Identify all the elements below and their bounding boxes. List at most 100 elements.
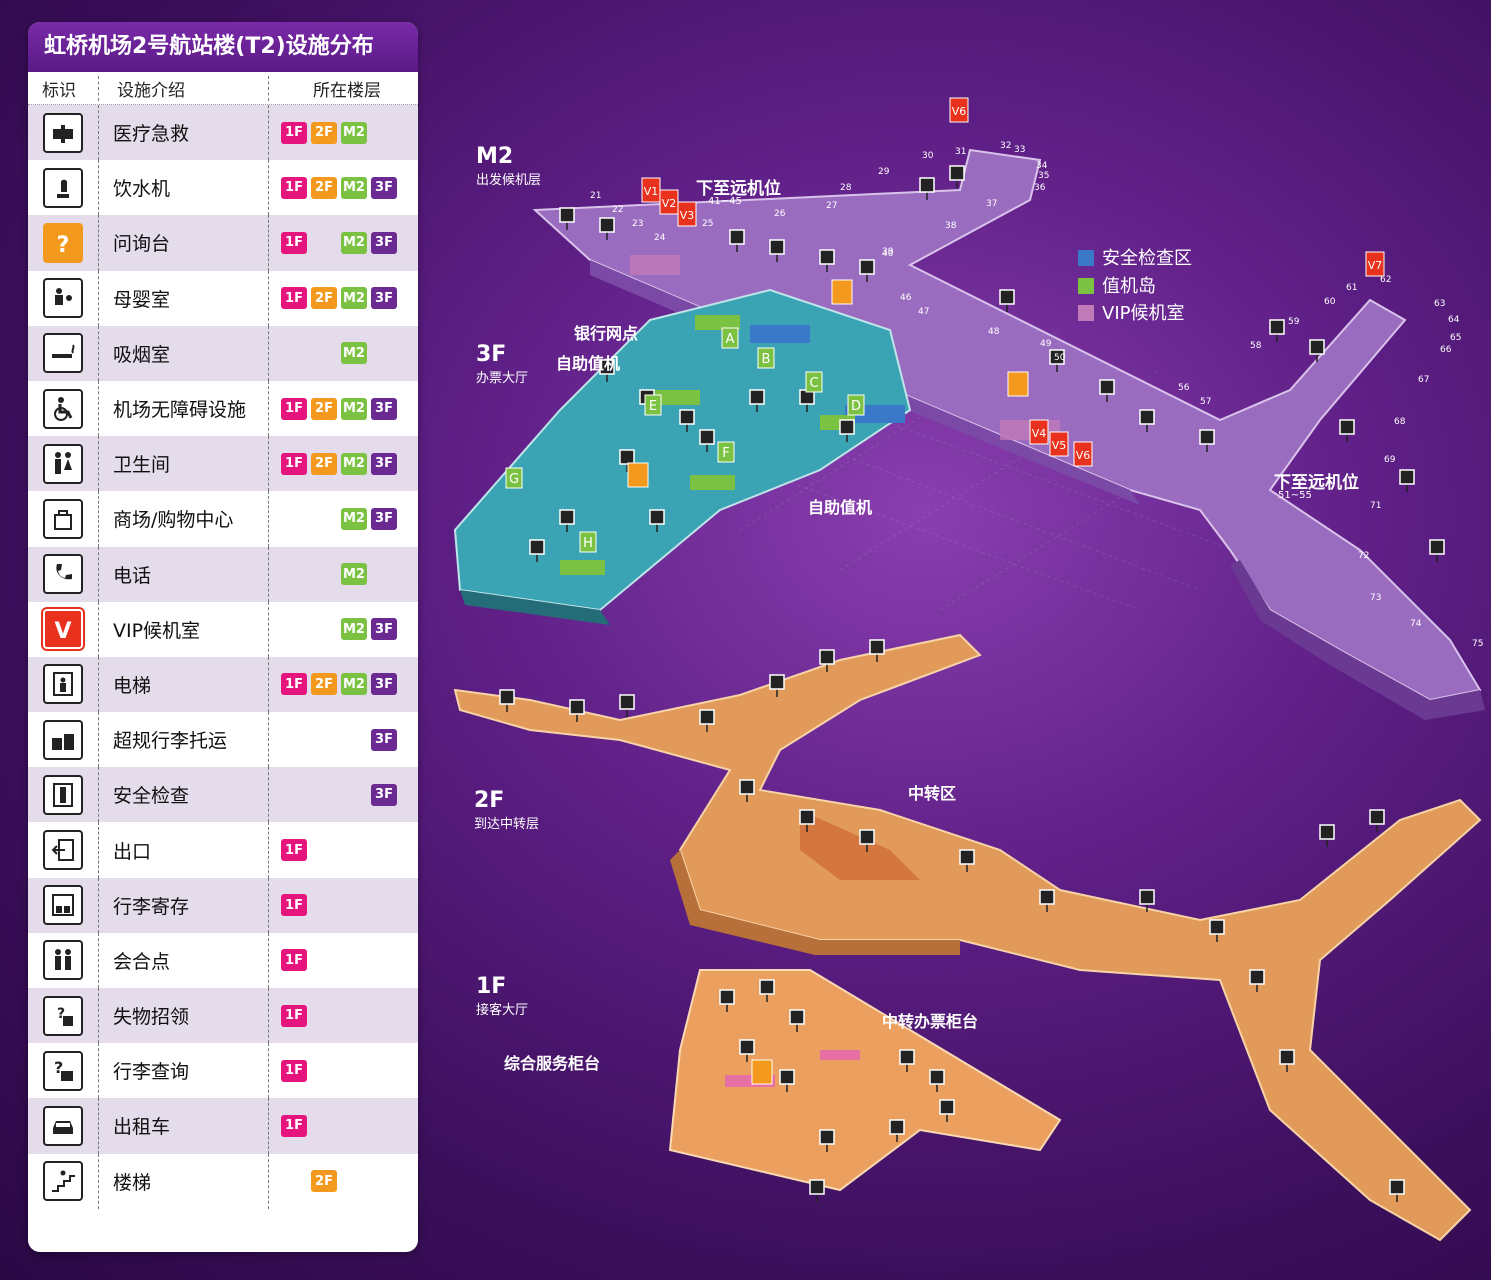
key-checkin: 值机岛 xyxy=(1078,272,1156,298)
gate-number: 63 xyxy=(1434,299,1445,309)
checkin-island xyxy=(695,315,740,330)
island-letter: E xyxy=(649,399,657,414)
legend-floors: 3F xyxy=(268,712,418,768)
facility-marker-icon xyxy=(899,1049,915,1072)
facility-marker-icon xyxy=(869,639,885,662)
level-label-2f: 2F 到达中转层 xyxy=(474,788,539,832)
floor-tag: 1F xyxy=(281,894,307,917)
facility-marker-icon xyxy=(779,1069,795,1092)
island-letter: F xyxy=(722,446,729,461)
checkin-island-marker: E xyxy=(644,394,662,416)
floor-slot-empty xyxy=(341,894,367,916)
floor-tag: 3F xyxy=(371,507,397,530)
legend-icon-cell xyxy=(28,333,98,374)
floor-tag: 2F xyxy=(311,1170,337,1193)
vip-marker-label: V7 xyxy=(1368,259,1383,272)
legend-icon-cell xyxy=(28,774,98,815)
floor-tag: 1F xyxy=(281,121,307,144)
legend-facility-name: 机场无障碍设施 xyxy=(98,380,268,437)
floor-slot-empty xyxy=(311,784,337,806)
gate-number: 61 xyxy=(1346,283,1357,293)
elevator-icon xyxy=(43,664,83,705)
floor-tag: 3F xyxy=(371,452,397,475)
legend-icon-cell: V xyxy=(28,607,98,652)
legend-facility-name: 卫生间 xyxy=(98,436,268,492)
floor-tag: M2 xyxy=(341,397,367,420)
information-desk-icon: ? xyxy=(43,222,83,263)
key-swatch xyxy=(1078,250,1094,266)
legend-facility-name: 医疗急救 xyxy=(98,105,268,161)
legend-facility-name: 电话 xyxy=(98,546,268,602)
vip-lounge-icon: V5 xyxy=(1049,431,1069,457)
legend-facility-name: 失物招领 xyxy=(98,988,268,1044)
svg-text:?: ? xyxy=(54,1058,63,1077)
facility-marker-icon xyxy=(499,689,515,712)
legend-icon-cell xyxy=(28,1161,98,1202)
facility-marker-icon xyxy=(1369,809,1385,832)
gate-number: 21 xyxy=(590,191,601,201)
floor-slot-empty xyxy=(341,949,367,971)
gate-number: 25 xyxy=(702,219,713,229)
floor-slot-empty xyxy=(281,784,307,806)
information-desk-icon xyxy=(627,462,649,488)
facility-marker-icon xyxy=(699,709,715,732)
label-remote-gates-2-range: 51~55 xyxy=(1278,490,1312,501)
checkin-island xyxy=(690,475,735,490)
level-code: 3F xyxy=(476,342,507,367)
floor-slot-empty xyxy=(371,1170,397,1192)
gate-number: 58 xyxy=(1250,341,1262,351)
legend-floors: 1F xyxy=(268,1098,418,1154)
facility-marker-icon xyxy=(1139,409,1155,432)
facility-marker-icon xyxy=(619,449,635,472)
level-code: 2F xyxy=(474,788,505,813)
floor-slot-empty xyxy=(371,342,397,364)
floor-tag: 3F xyxy=(371,673,397,696)
island-letter: C xyxy=(809,376,818,391)
floor-slot-empty xyxy=(311,949,337,971)
gate-number: 34 xyxy=(1036,161,1048,171)
gate-number: 28 xyxy=(840,183,852,193)
restroom-icon xyxy=(43,443,83,484)
facility-marker-icon xyxy=(739,1039,755,1062)
facility-marker-icon xyxy=(1249,969,1265,992)
legend-icon-cell xyxy=(28,1105,98,1146)
gate-number: 64 xyxy=(1448,315,1460,325)
telephone-icon xyxy=(43,554,83,595)
floor-slot-empty xyxy=(311,894,337,916)
vip-lounge-icon: V1 xyxy=(641,177,661,203)
legend-facility-name: 饮水机 xyxy=(98,160,268,216)
level-name: 办票大厅 xyxy=(476,371,529,386)
floor-tag: 1F xyxy=(281,1059,307,1082)
level-name: 到达中转层 xyxy=(474,817,540,832)
gate-number: 39 xyxy=(882,247,894,257)
facility-marker-icon xyxy=(1339,419,1355,442)
island-letter: H xyxy=(583,536,593,551)
facility-marker-icon xyxy=(939,1099,955,1122)
facility-marker-icon xyxy=(719,989,735,1012)
floor-tag: 1F xyxy=(281,397,307,420)
floor-tag: M2 xyxy=(341,673,367,696)
label-remote-gates-1-range: 41~45 xyxy=(708,196,742,207)
floor-tag: 2F xyxy=(311,176,337,199)
floor-slot-empty xyxy=(371,1060,397,1082)
legend-icon-cell: ? xyxy=(28,1050,98,1091)
floor-tag: 1F xyxy=(281,287,307,310)
checkin-island-marker: C xyxy=(805,371,823,393)
baggage-storage-icon xyxy=(43,885,83,926)
vip-marker-label: V6 xyxy=(952,105,967,118)
gate-number: 49 xyxy=(1040,339,1052,349)
checkin-island-marker: G xyxy=(505,467,523,489)
gate-number: 40 xyxy=(882,249,894,259)
facility-marker-icon xyxy=(769,674,785,697)
floor-tag: M2 xyxy=(341,507,367,530)
floor-tag: M2 xyxy=(341,618,367,641)
